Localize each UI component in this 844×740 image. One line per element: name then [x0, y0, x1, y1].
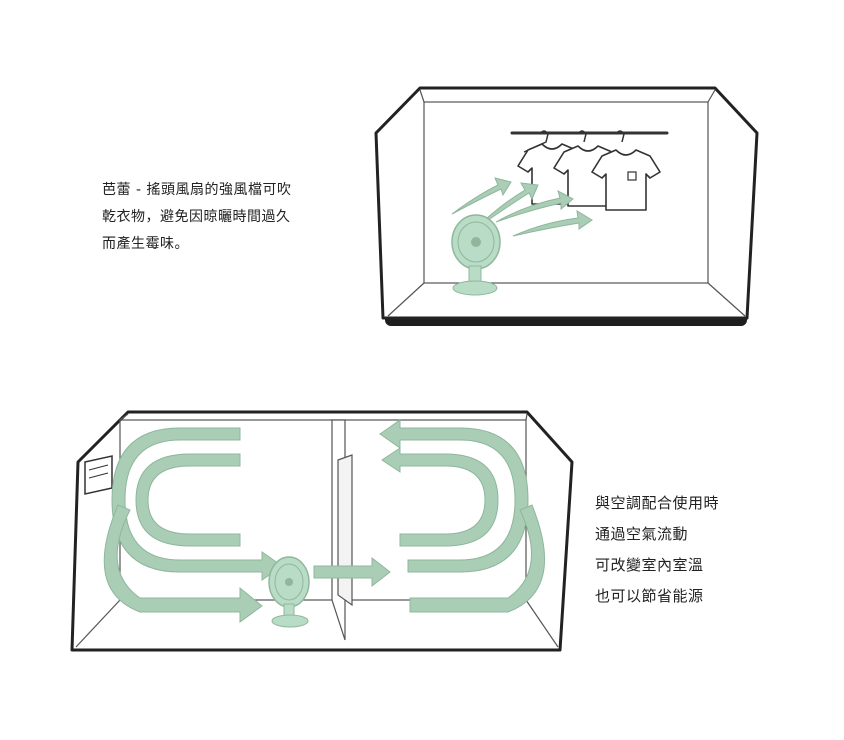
airflow-arrow-icon: [451, 177, 593, 237]
hanger-icon: [577, 130, 587, 143]
caption-line: 可改變室內室溫: [595, 556, 704, 574]
fan-icon: [451, 214, 501, 296]
airflow-arrow-icon: [313, 556, 391, 588]
airflow-arrow-icon: [379, 419, 545, 613]
aircon-room-illustration: [70, 410, 574, 652]
air-conditioner-icon: [84, 455, 113, 495]
caption-line: 也可以節省能源: [595, 587, 704, 605]
caption-line: 與空調配合使用時: [595, 494, 720, 512]
drying-room-illustration: [374, 86, 759, 326]
back-wall: [423, 101, 709, 284]
tshirt-icon: [591, 130, 661, 211]
hanger-icon: [523, 130, 549, 153]
drying-caption: 芭蕾 - 搖頭風扇的強風檔可吹 乾衣物，避免因晾曬時間過久 而產生霉味。: [102, 177, 291, 258]
fan-icon: [268, 556, 310, 628]
room-outline: [70, 410, 574, 652]
airflow-arrow-icon: [103, 427, 283, 623]
door: [337, 454, 353, 607]
aircon-caption: 與空調配合使用時 通過空氣流動 可改變室內室溫 也可以節省能源: [595, 488, 719, 612]
caption-line: 芭蕾 - 搖頭風扇的強風檔可吹: [102, 182, 292, 198]
caption-line: 而產生霉味。: [102, 236, 189, 252]
hanger-icon: [615, 130, 625, 143]
caption-line: 乾衣物，避免因晾曬時間過久: [102, 209, 291, 225]
caption-line: 通過空氣流動: [595, 525, 689, 543]
